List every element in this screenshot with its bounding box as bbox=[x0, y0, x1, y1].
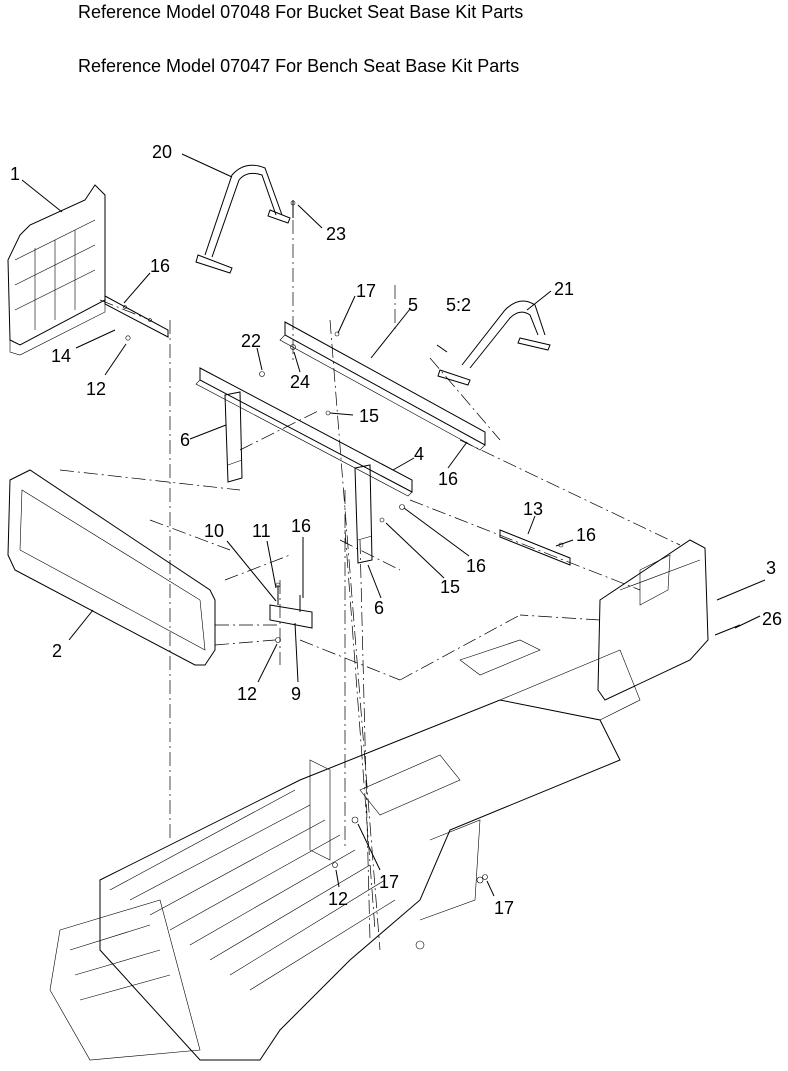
callout-20: 20 bbox=[152, 142, 172, 162]
callout-16: 16 bbox=[576, 525, 596, 545]
chassis-frame bbox=[49, 639, 641, 1061]
callout-16: 16 bbox=[150, 256, 170, 276]
callout-3: 3 bbox=[766, 558, 776, 578]
part-14-bracket bbox=[104, 295, 169, 341]
callout-17: 17 bbox=[494, 898, 514, 918]
part-6-upright-left bbox=[224, 391, 243, 483]
part-5-seat-rail bbox=[279, 321, 486, 451]
callout-12: 12 bbox=[86, 379, 106, 399]
callout-6: 6 bbox=[180, 430, 190, 450]
callout-16: 16 bbox=[466, 556, 486, 576]
part-4-seat-rail bbox=[195, 367, 413, 497]
callout-17: 17 bbox=[379, 872, 399, 892]
callout-14: 14 bbox=[51, 346, 71, 366]
callout-23: 23 bbox=[326, 224, 346, 244]
callout-11: 11 bbox=[252, 521, 271, 541]
callout-16: 16 bbox=[438, 469, 458, 489]
callout-21: 21 bbox=[554, 279, 574, 299]
assembly-lines bbox=[59, 220, 681, 951]
callout-2: 2 bbox=[52, 641, 62, 661]
part-20-grab-handle bbox=[195, 164, 294, 274]
callout-17: 17 bbox=[356, 281, 376, 301]
callout-10: 10 bbox=[204, 521, 224, 541]
callout-15: 15 bbox=[359, 406, 379, 426]
part-3-seat-side bbox=[597, 539, 741, 701]
part-9-bracket bbox=[269, 585, 313, 629]
fasteners bbox=[259, 200, 564, 880]
callout-9: 9 bbox=[291, 684, 301, 704]
heading-bench-seat: Reference Model 07047 For Bench Seat Bas… bbox=[78, 56, 520, 76]
heading-bucket-seat: Reference Model 07048 For Bucket Seat Ba… bbox=[78, 2, 524, 22]
callout-1: 1 bbox=[10, 164, 20, 184]
callout-12: 12 bbox=[237, 684, 257, 704]
callout-5-2: 5:2 bbox=[446, 295, 471, 315]
part-1-seat-back bbox=[7, 184, 106, 356]
callout-6: 6 bbox=[374, 598, 384, 618]
callout-26: 26 bbox=[762, 609, 782, 629]
part-13-bracket bbox=[499, 529, 571, 566]
part-2-backrest bbox=[7, 469, 216, 666]
callout-4: 4 bbox=[414, 444, 424, 464]
callout-15: 15 bbox=[440, 577, 460, 597]
callout-labels: 1 20 23 16 14 12 17 5 5:2 21 22 24 15 6 … bbox=[10, 142, 782, 918]
part-21-grab-handle bbox=[437, 300, 551, 386]
callout-13: 13 bbox=[523, 499, 543, 519]
part-6-upright-right bbox=[354, 464, 373, 564]
leader-lines bbox=[21, 153, 766, 897]
callout-12: 12 bbox=[328, 889, 348, 909]
callout-24: 24 bbox=[290, 372, 310, 392]
callout-5: 5 bbox=[408, 295, 418, 315]
callout-16: 16 bbox=[291, 516, 311, 536]
callout-22: 22 bbox=[241, 331, 261, 351]
